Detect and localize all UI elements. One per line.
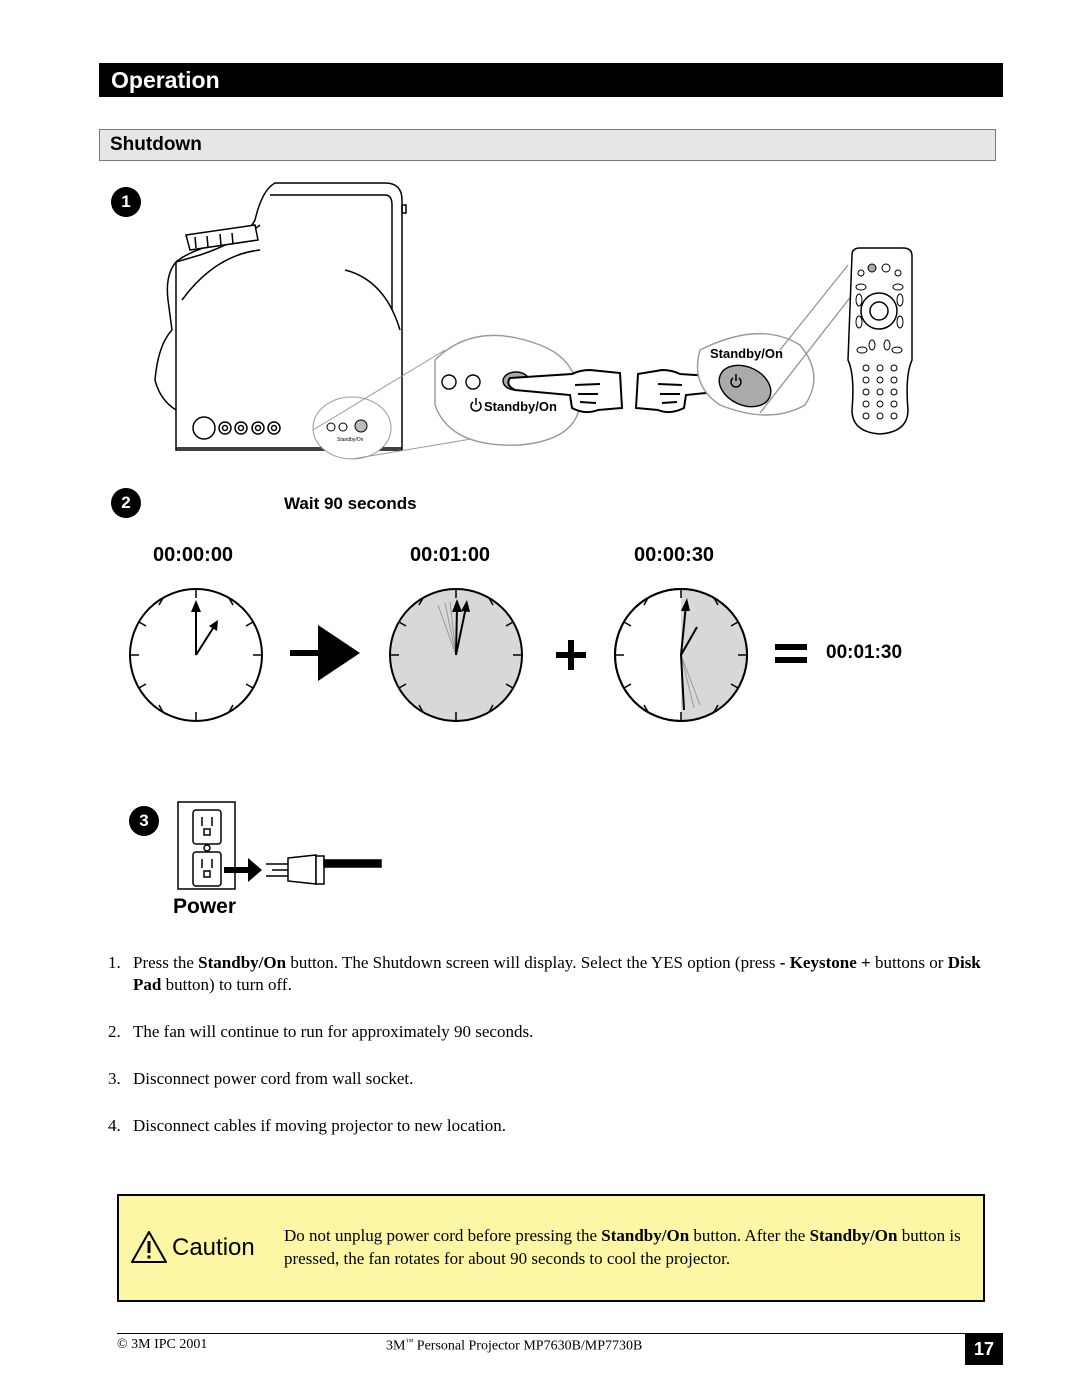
remote-control-drawing: [847, 247, 913, 435]
unplug-arrow-icon: [224, 858, 262, 882]
projector-drawing: [154, 182, 407, 451]
list-item-text: Disconnect cables if moving projector to…: [133, 1116, 506, 1135]
time-start-label: 00:00:00: [153, 544, 234, 566]
text-run: Personal Projector MP7630B/MP7730B: [413, 1338, 643, 1354]
section-title: Operation: [111, 67, 220, 93]
page-number: 17: [965, 1334, 1003, 1365]
caution-text: Do not unplug power cord before pressing…: [284, 1224, 979, 1270]
arrow-right-icon: [290, 625, 360, 681]
text-run: buttons or: [870, 953, 948, 972]
subsection-title-bar: Shutdown: [99, 129, 996, 161]
wait-label: Wait 90 seconds: [284, 494, 417, 513]
caution-label: Caution: [172, 1234, 255, 1261]
instruction-list: 1. Press the Standby/On button. The Shut…: [108, 952, 998, 1162]
plus-icon: [556, 640, 586, 670]
equals-icon: [775, 644, 807, 663]
list-item-number: 3.: [108, 1069, 121, 1088]
step-2-badge: 2: [111, 488, 141, 518]
bold-text: Standby/On: [198, 953, 287, 972]
step-1-badge: 1: [111, 187, 141, 217]
footer-rule: [117, 1333, 1003, 1334]
list-item-number: 1.: [108, 953, 121, 972]
text-run: button) to turn off.: [161, 975, 292, 994]
time-plus-30s-label: 00:00:30: [634, 544, 715, 566]
time-total-label: 00:01:30: [826, 642, 903, 663]
caution-box: Caution Do not unplug power cord before …: [117, 1194, 985, 1302]
hand-left: [507, 368, 624, 414]
text-run: Press the: [133, 953, 199, 972]
clock-after-1min: [389, 588, 523, 722]
text-run: Do not unplug power cord before pressing…: [284, 1226, 602, 1245]
list-item-number: 4.: [108, 1116, 121, 1135]
step-3-badge: 3: [129, 806, 159, 836]
text-run: button. After the: [689, 1226, 810, 1245]
bold-text: - Keystone +: [779, 953, 871, 972]
footer-product: 3M™ Personal Projector MP7630B/MP7730B: [386, 1337, 642, 1355]
bold-text: Standby/On: [809, 1226, 898, 1245]
subsection-title: Shutdown: [110, 134, 202, 155]
list-item: 2. The fan will continue to run for appr…: [108, 1021, 998, 1043]
clock-start: [129, 588, 263, 722]
remote-standby-label: Standby/On: [710, 346, 783, 361]
footer-copyright: © 3M IPC 2001: [117, 1337, 208, 1352]
section-title-bar: Operation: [99, 63, 1003, 97]
projector-standby-label: Standby/On: [337, 437, 364, 443]
list-item: 1. Press the Standby/On button. The Shut…: [108, 952, 998, 996]
remote-power-icon: [730, 374, 742, 388]
shutdown-illustration: Standby/On Standby/On Standby/On: [129, 182, 913, 890]
list-item: 4. Disconnect cables if moving projector…: [108, 1115, 998, 1137]
bold-text: Standby/On: [601, 1226, 690, 1245]
power-plug-drawing: [266, 854, 382, 885]
wall-outlet-drawing: [177, 801, 236, 890]
panel-standby-label: Standby/On: [484, 399, 557, 414]
power-label: Power: [173, 895, 237, 918]
warning-triangle-icon: [131, 1231, 167, 1263]
time-after-1min-label: 00:01:00: [410, 544, 491, 566]
trademark-symbol: ™: [405, 1337, 414, 1346]
bold-text: Disk Pad: [133, 953, 981, 994]
text-run: 3M: [386, 1338, 406, 1354]
list-item-text: The fan will continue to run for approxi…: [133, 1022, 534, 1041]
remote-zoom-bubble: [696, 264, 871, 416]
list-item: 3. Disconnect power cord from wall socke…: [108, 1068, 998, 1090]
list-item-number: 2.: [108, 1022, 121, 1041]
text-run: button. The Shutdown screen will display…: [286, 953, 780, 972]
list-item-text: Disconnect power cord from wall socket.: [133, 1069, 414, 1088]
text-run: button is pressed, the fan rotates for a…: [284, 1226, 961, 1268]
power-icon: [470, 398, 482, 412]
clock-plus-30s: [614, 588, 748, 722]
